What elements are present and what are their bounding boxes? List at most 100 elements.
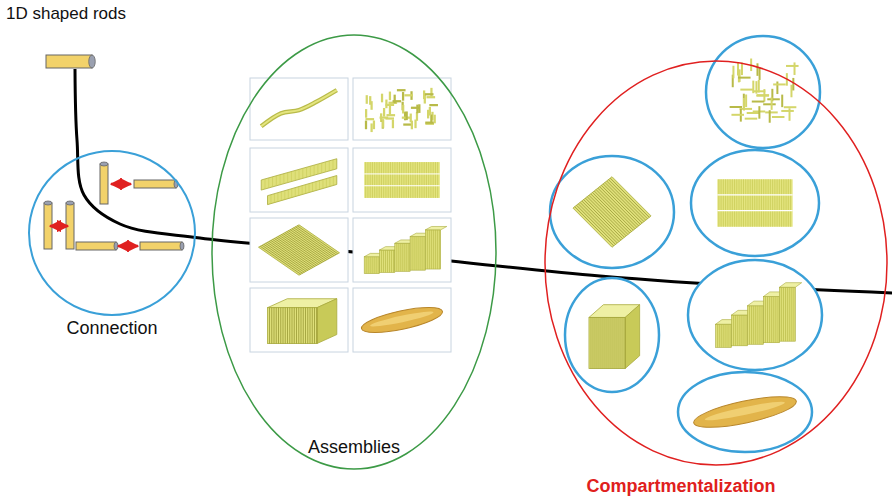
step-stripe [418, 237, 419, 271]
step-block [716, 324, 732, 347]
array-stripe [607, 181, 646, 220]
label: 1D shaped rods [6, 4, 126, 24]
array-stripe [295, 227, 336, 255]
panel-frame [353, 148, 451, 212]
cube-stripe [592, 317, 593, 368]
sheet-stripe [739, 179, 740, 226]
bundle-rod [414, 120, 416, 129]
array-stripe [582, 201, 621, 240]
array-stripe [605, 182, 644, 221]
sheet-stripe [426, 162, 427, 198]
ribbon-stripe [305, 185, 306, 194]
cube-stripe [618, 317, 619, 368]
bundle-rod [759, 67, 761, 80]
sheet-gap [717, 210, 792, 211]
step-stripe [412, 237, 413, 271]
ribbon-stripe [319, 181, 320, 190]
fiber [261, 90, 337, 126]
step-stripe [370, 257, 371, 274]
step-block [763, 297, 779, 343]
ribbon-stripe [309, 184, 310, 193]
sheet-stripe [732, 179, 733, 226]
array-stripe [600, 187, 639, 226]
step-block [425, 230, 440, 269]
step-stripe [730, 324, 731, 347]
bundle-rod [383, 108, 385, 117]
sheet-stripe [415, 162, 416, 198]
array-stripe [591, 194, 630, 233]
bundle-rod [425, 123, 434, 125]
bundle-rod [429, 107, 431, 116]
square-array [259, 225, 340, 275]
sheet-stripe [421, 162, 422, 198]
step-stripe [767, 297, 768, 343]
cube-stripe [606, 317, 607, 368]
bundle-rod [382, 119, 384, 128]
step-stripe [366, 257, 367, 274]
ribbon-stripe [322, 180, 323, 189]
sheet-stripe [381, 162, 382, 198]
bundle-rod [792, 78, 794, 91]
ribbon-stripe [298, 187, 299, 196]
sheet-stripe [772, 179, 773, 226]
bundle-rod [756, 63, 758, 76]
compartment [565, 278, 659, 392]
sheet-stripe [747, 179, 748, 226]
array-stripe [594, 191, 633, 230]
sheet-stripe [367, 162, 368, 198]
step-stripe [435, 230, 436, 269]
sheet-stripe [788, 179, 789, 226]
array-stripe [585, 198, 624, 237]
cube-stripe [283, 308, 284, 344]
step-stripe [378, 257, 379, 274]
sheet-stripe [754, 179, 755, 226]
step-block [779, 287, 795, 341]
step-stripe [400, 243, 401, 271]
step-stripe [789, 287, 790, 341]
bundle-rod [739, 69, 741, 82]
sheet-stripe [779, 179, 780, 226]
rod-cap [114, 242, 118, 250]
assembly-panel [353, 148, 451, 212]
node-title: Assemblies [308, 437, 400, 459]
sheet-stripe [397, 162, 398, 198]
array-stripe [285, 233, 326, 261]
bundle-rod [373, 121, 375, 130]
step-stripe [420, 237, 421, 271]
rod-cap [89, 55, 96, 68]
assembly-panel [353, 218, 451, 282]
step-stripe [787, 287, 788, 341]
sheet-gap [717, 194, 792, 195]
step-stripe [725, 324, 726, 347]
node-title: Connection [66, 318, 157, 340]
bundle-rod [416, 112, 418, 121]
node-outline [28, 150, 196, 316]
compartment-ellipse: Compartmentalization [544, 60, 888, 466]
panel-frame [353, 288, 451, 352]
cube-stripe [314, 308, 315, 344]
ribbon-stripe [276, 176, 277, 186]
bundle-rod [730, 106, 743, 108]
cube-stripe [301, 308, 302, 344]
ribbon-stripe [317, 164, 318, 174]
bundle-rod [382, 120, 384, 129]
assemblies-ellipse: Assemblies [211, 34, 497, 470]
sheet-stripe [725, 179, 726, 226]
bundle-rod [757, 94, 770, 96]
step-block [364, 257, 379, 274]
step-stripe [406, 243, 407, 271]
sheet-stripe [770, 179, 771, 226]
sheet-stripe [412, 162, 413, 198]
step-block [380, 250, 395, 272]
step-stripe [383, 250, 384, 272]
step-block [732, 315, 748, 346]
bundle-rod [765, 111, 778, 113]
compartment-circle [550, 156, 674, 268]
step-stripe [751, 306, 752, 345]
cube-stripe [285, 308, 286, 344]
step-stripe [439, 230, 440, 269]
step-stripe [376, 257, 377, 274]
panel-frame [250, 148, 348, 212]
